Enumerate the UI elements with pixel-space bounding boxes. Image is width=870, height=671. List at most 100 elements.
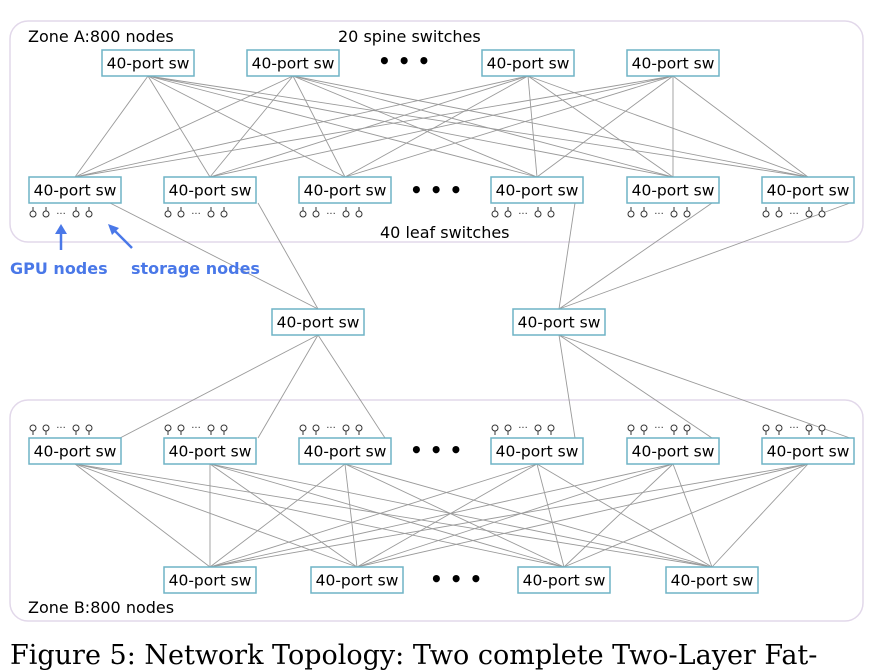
node-port [762, 210, 770, 218]
fabric-link [74, 463, 211, 568]
switch-box [490, 176, 584, 204]
fabric-link [209, 463, 713, 568]
switch-box [761, 176, 855, 204]
fabric-link [74, 75, 294, 178]
leaf-switch-zone-a: 40-port sw [28, 176, 122, 204]
switch-label: 40-port sw [496, 443, 579, 461]
node-port [85, 424, 93, 432]
node-port [177, 424, 185, 432]
node-port [504, 210, 512, 218]
spine-switch-zone-a: 40-port sw [246, 49, 340, 77]
leaf-switch-zone-b: 40-port sw [761, 437, 855, 465]
cross-zone-link [558, 334, 576, 439]
leaf-switch-zone-a: 40-port sw [298, 176, 392, 204]
fabric-link [527, 75, 538, 178]
node-port [491, 424, 499, 432]
fabric-link [74, 75, 149, 178]
fabric-link [356, 463, 538, 568]
fabric-link [209, 75, 529, 178]
fabric-link [147, 75, 211, 178]
fabric-link [356, 463, 809, 568]
node-port [207, 424, 215, 432]
cross-zone-link [558, 202, 713, 310]
fabric-link [527, 75, 809, 178]
fabric-link [209, 75, 294, 178]
node-port [355, 424, 363, 432]
fabric-link [209, 463, 565, 568]
node-port [42, 424, 50, 432]
node-port [640, 424, 648, 432]
leaf-ellipsis-a: • • • [410, 178, 462, 202]
node-port-ellipsis: ··· [518, 209, 528, 220]
zone-a-label: Zone A:800 nodes [28, 27, 174, 46]
switch-box [665, 566, 759, 594]
node-port-ellipsis: ··· [789, 209, 799, 220]
switch-label: 40-port sw [107, 55, 190, 73]
node-port [72, 210, 80, 218]
cross-zone-link [257, 202, 319, 310]
node-port [85, 210, 93, 218]
fabric-link [74, 463, 358, 568]
cross-zone-link [558, 334, 851, 439]
node-port-ellipsis: ··· [789, 423, 799, 434]
switch-box [481, 49, 575, 77]
switch-box [246, 49, 340, 77]
node-port [640, 210, 648, 218]
spine-switch-zone-b: 40-port sw [517, 566, 611, 594]
switch-box [490, 437, 584, 465]
fabric-link [672, 75, 809, 178]
node-port [818, 210, 826, 218]
fabric-link [527, 75, 674, 178]
leaf-switch-zone-a: 40-port sw [490, 176, 584, 204]
switch-label: 40-port sw [277, 314, 360, 332]
node-port-ellipsis: ··· [654, 423, 664, 434]
node-port-ellipsis: ··· [191, 209, 201, 220]
node-port [775, 210, 783, 218]
fabric-link [209, 463, 674, 568]
node-port [72, 424, 80, 432]
leaf-switch-zone-a: 40-port sw [163, 176, 257, 204]
switch-box [626, 49, 720, 77]
switch-label: 40-port sw [316, 572, 399, 590]
spine-switch-zone-b: 40-port sw [310, 566, 404, 594]
cross-zone-link [558, 202, 576, 310]
fabric-link [74, 463, 713, 568]
fabric-link [292, 75, 346, 178]
port-layer: ···································· [29, 207, 826, 435]
switch-label: 40-port sw [632, 55, 715, 73]
fabric-link [536, 463, 565, 568]
spine-ellipsis-b: • • • [430, 567, 482, 591]
interconnect-switch: 40-port sw [271, 308, 365, 336]
fabric-link [344, 463, 358, 568]
node-port [775, 424, 783, 432]
spine-switch-zone-a: 40-port sw [101, 49, 195, 77]
fabric-link [536, 463, 713, 568]
switch-box [298, 176, 392, 204]
switch-box [163, 566, 257, 594]
fabric-link [292, 75, 674, 178]
spine-ellipsis: • • • [378, 49, 430, 73]
switch-label: 40-port sw [169, 443, 252, 461]
switch-box [298, 437, 392, 465]
fabric-link [147, 75, 538, 178]
fabric-link [356, 463, 674, 568]
fabric-link [209, 463, 538, 568]
node-port [504, 424, 512, 432]
topology-diagram: ···································· 40-… [9, 20, 864, 622]
node-port [683, 210, 691, 218]
zone-b-label: Zone B:800 nodes [28, 598, 174, 617]
node-port [312, 210, 320, 218]
switch-box [28, 176, 122, 204]
node-port [627, 210, 635, 218]
storage-nodes-label: storage nodes [131, 259, 260, 278]
switch-label: 40-port sw [632, 182, 715, 200]
node-port [29, 424, 37, 432]
node-port-ellipsis: ··· [326, 423, 336, 434]
node-port [683, 424, 691, 432]
switch-box [517, 566, 611, 594]
leaf-switch-zone-b: 40-port sw [490, 437, 584, 465]
fabric-link [147, 75, 346, 178]
node-port [355, 210, 363, 218]
node-port-ellipsis: ··· [326, 209, 336, 220]
switch-label: 40-port sw [487, 55, 570, 73]
